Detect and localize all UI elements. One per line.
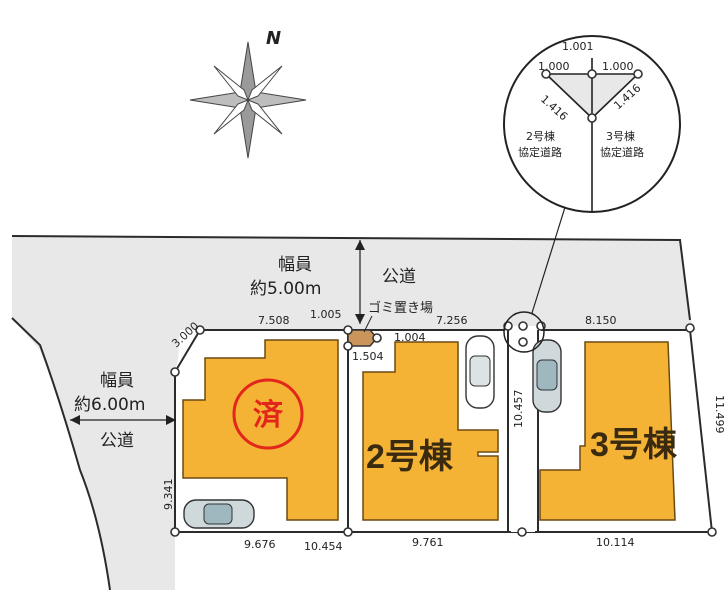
inset-line-diag-left: [545, 73, 593, 119]
dim-9761: 9.761: [412, 536, 444, 549]
inset-dim-left: 1.000: [538, 60, 570, 73]
zoom-leader: [531, 203, 567, 314]
inset-detail: [503, 35, 681, 213]
zoom-source-circle: [503, 311, 545, 353]
car-lot-2: [465, 335, 495, 409]
north-road-width-title: 幅員: [278, 255, 312, 275]
boundary-point: [707, 527, 717, 537]
inset-label-right-2: 協定道路: [600, 145, 644, 159]
dim-10454: 10.454: [304, 540, 343, 553]
car-lot-3: [532, 339, 562, 413]
dim-1005: 1.005: [310, 308, 342, 321]
garbage-leader: [363, 315, 373, 333]
house-3: [539, 341, 676, 521]
west-road-width-title: 幅員: [100, 371, 134, 391]
inset-point: [633, 69, 643, 79]
dim-9676: 9.676: [244, 538, 276, 551]
dim-10457: 10.457: [512, 390, 525, 429]
inset-line-diag-right: [591, 73, 639, 119]
house-2-label: 2号棟: [366, 438, 454, 476]
boundary-point: [685, 323, 695, 333]
boundary-point: [170, 367, 180, 377]
boundary-points: [170, 321, 717, 537]
north-road-edge: [11, 235, 691, 321]
north-road-name: 公道: [382, 267, 416, 287]
boundary-point: [343, 325, 353, 335]
house-1: [182, 339, 339, 521]
dim-9341: 9.341: [162, 479, 175, 511]
inset-dim-right: 1.000: [602, 60, 634, 73]
boundary-point: [518, 321, 528, 331]
house-3-label: 3号棟: [590, 426, 678, 464]
west-road-name: 公道: [100, 431, 134, 451]
boundary-point: [343, 527, 353, 537]
west-road-width-value: 約6.00m: [74, 395, 145, 415]
arrowhead-left: [70, 415, 80, 425]
dim-1004: 1.004: [394, 331, 426, 344]
dim-10114: 10.114: [596, 536, 635, 549]
inset-label-left-2: 協定道路: [518, 145, 562, 159]
dim-1504: 1.504: [352, 350, 384, 363]
compass-rose: [189, 41, 307, 159]
inset-point: [587, 69, 597, 79]
north-road-width-value: 約5.00m: [250, 279, 321, 299]
inset-label-left-1: 2号棟: [526, 129, 555, 143]
arrowhead-bottom: [355, 314, 365, 324]
boundary-point: [517, 527, 527, 537]
dim-8150: 8.150: [585, 314, 617, 327]
inset-point: [587, 113, 597, 123]
boundary-point: [343, 341, 353, 351]
boundary-point: [195, 325, 205, 335]
garbage-area-label: ゴミ置き場: [368, 300, 433, 316]
compass-north-label: N: [266, 28, 281, 49]
sold-circle: [232, 378, 304, 450]
inset-point: [541, 69, 551, 79]
west-road-edge: [11, 317, 111, 591]
dim-11499: 11.499: [713, 395, 726, 434]
boundary-point: [170, 527, 180, 537]
shared-driveway: [505, 326, 541, 532]
dim-7256: 7.256: [436, 314, 468, 327]
car-lot-1: [183, 499, 255, 529]
boundary-point: [372, 333, 382, 343]
sold-mark: 済: [253, 399, 284, 432]
inset-dim-top: 1.001: [562, 40, 594, 53]
arrowhead-top: [355, 240, 365, 250]
house-2: [362, 341, 499, 521]
inset-label-right-1: 3号棟: [606, 129, 635, 143]
dim-7508: 7.508: [258, 314, 290, 327]
arrowhead-right: [166, 415, 176, 425]
boundary-point: [518, 337, 528, 347]
